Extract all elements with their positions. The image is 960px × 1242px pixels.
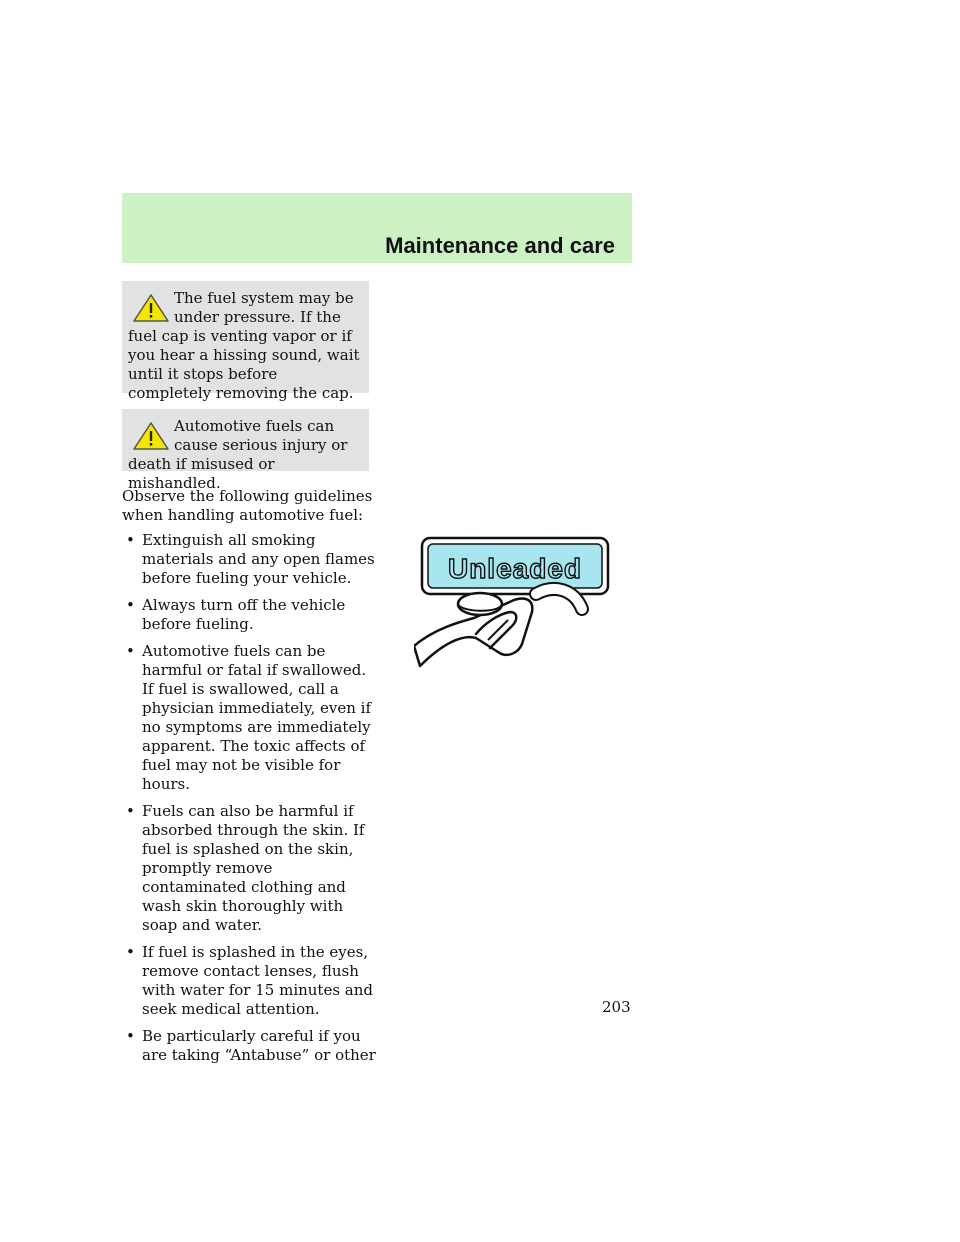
warning-text: The fuel system may be under pressure. I… bbox=[128, 289, 360, 402]
guideline-list: • Extinguish all smoking materials and an… bbox=[122, 531, 377, 1073]
list-item-text: Be particularly careful if you are takin… bbox=[142, 1027, 376, 1064]
list-item: • Fuels can also be harmful if absorbed t… bbox=[122, 802, 377, 935]
list-item-text: Always turn off the vehicle before fueli… bbox=[142, 596, 346, 633]
bullet-icon: • bbox=[126, 802, 135, 820]
warning-box: The fuel system may be under pressure. I… bbox=[122, 281, 369, 402]
list-item: • Be particularly careful if you are taki… bbox=[122, 1027, 377, 1065]
bullet-icon: • bbox=[126, 642, 135, 660]
list-item-text: Fuels can also be harmful if absorbed th… bbox=[142, 802, 365, 934]
bullet-icon: • bbox=[126, 943, 135, 961]
list-item-text: Automotive fuels can be harmful or fatal… bbox=[142, 642, 371, 793]
list-item: • Automotive fuels can be harmful or fata… bbox=[122, 642, 377, 794]
bullet-icon: • bbox=[126, 1027, 135, 1045]
unleaded-sign-label: Unleaded bbox=[448, 553, 582, 584]
list-item: • If fuel is splashed in the eyes, remove… bbox=[122, 943, 377, 1019]
fuel-nozzle-icon: Unleaded bbox=[414, 536, 610, 668]
page-number: 203 bbox=[602, 998, 631, 1016]
section-title: Maintenance and care bbox=[385, 233, 615, 258]
bullet-icon: • bbox=[126, 596, 135, 614]
list-item: • Extinguish all smoking materials and an… bbox=[122, 531, 377, 588]
warning-box: Automotive fuels can cause serious injur… bbox=[122, 409, 369, 492]
list-item-text: If fuel is splashed in the eyes, remove … bbox=[142, 943, 374, 1018]
bullet-icon: • bbox=[126, 531, 135, 549]
section-header: Maintenance and care bbox=[122, 193, 632, 263]
warning-triangle-icon bbox=[133, 294, 169, 322]
list-item-text: Extinguish all smoking materials and any… bbox=[142, 531, 375, 587]
warning-triangle-icon bbox=[133, 422, 169, 450]
warning-text: Automotive fuels can cause serious injur… bbox=[128, 417, 348, 492]
intro-paragraph: Observe the following guidelines when ha… bbox=[122, 487, 373, 524]
list-item: • Always turn off the vehicle before fuel… bbox=[122, 596, 377, 634]
